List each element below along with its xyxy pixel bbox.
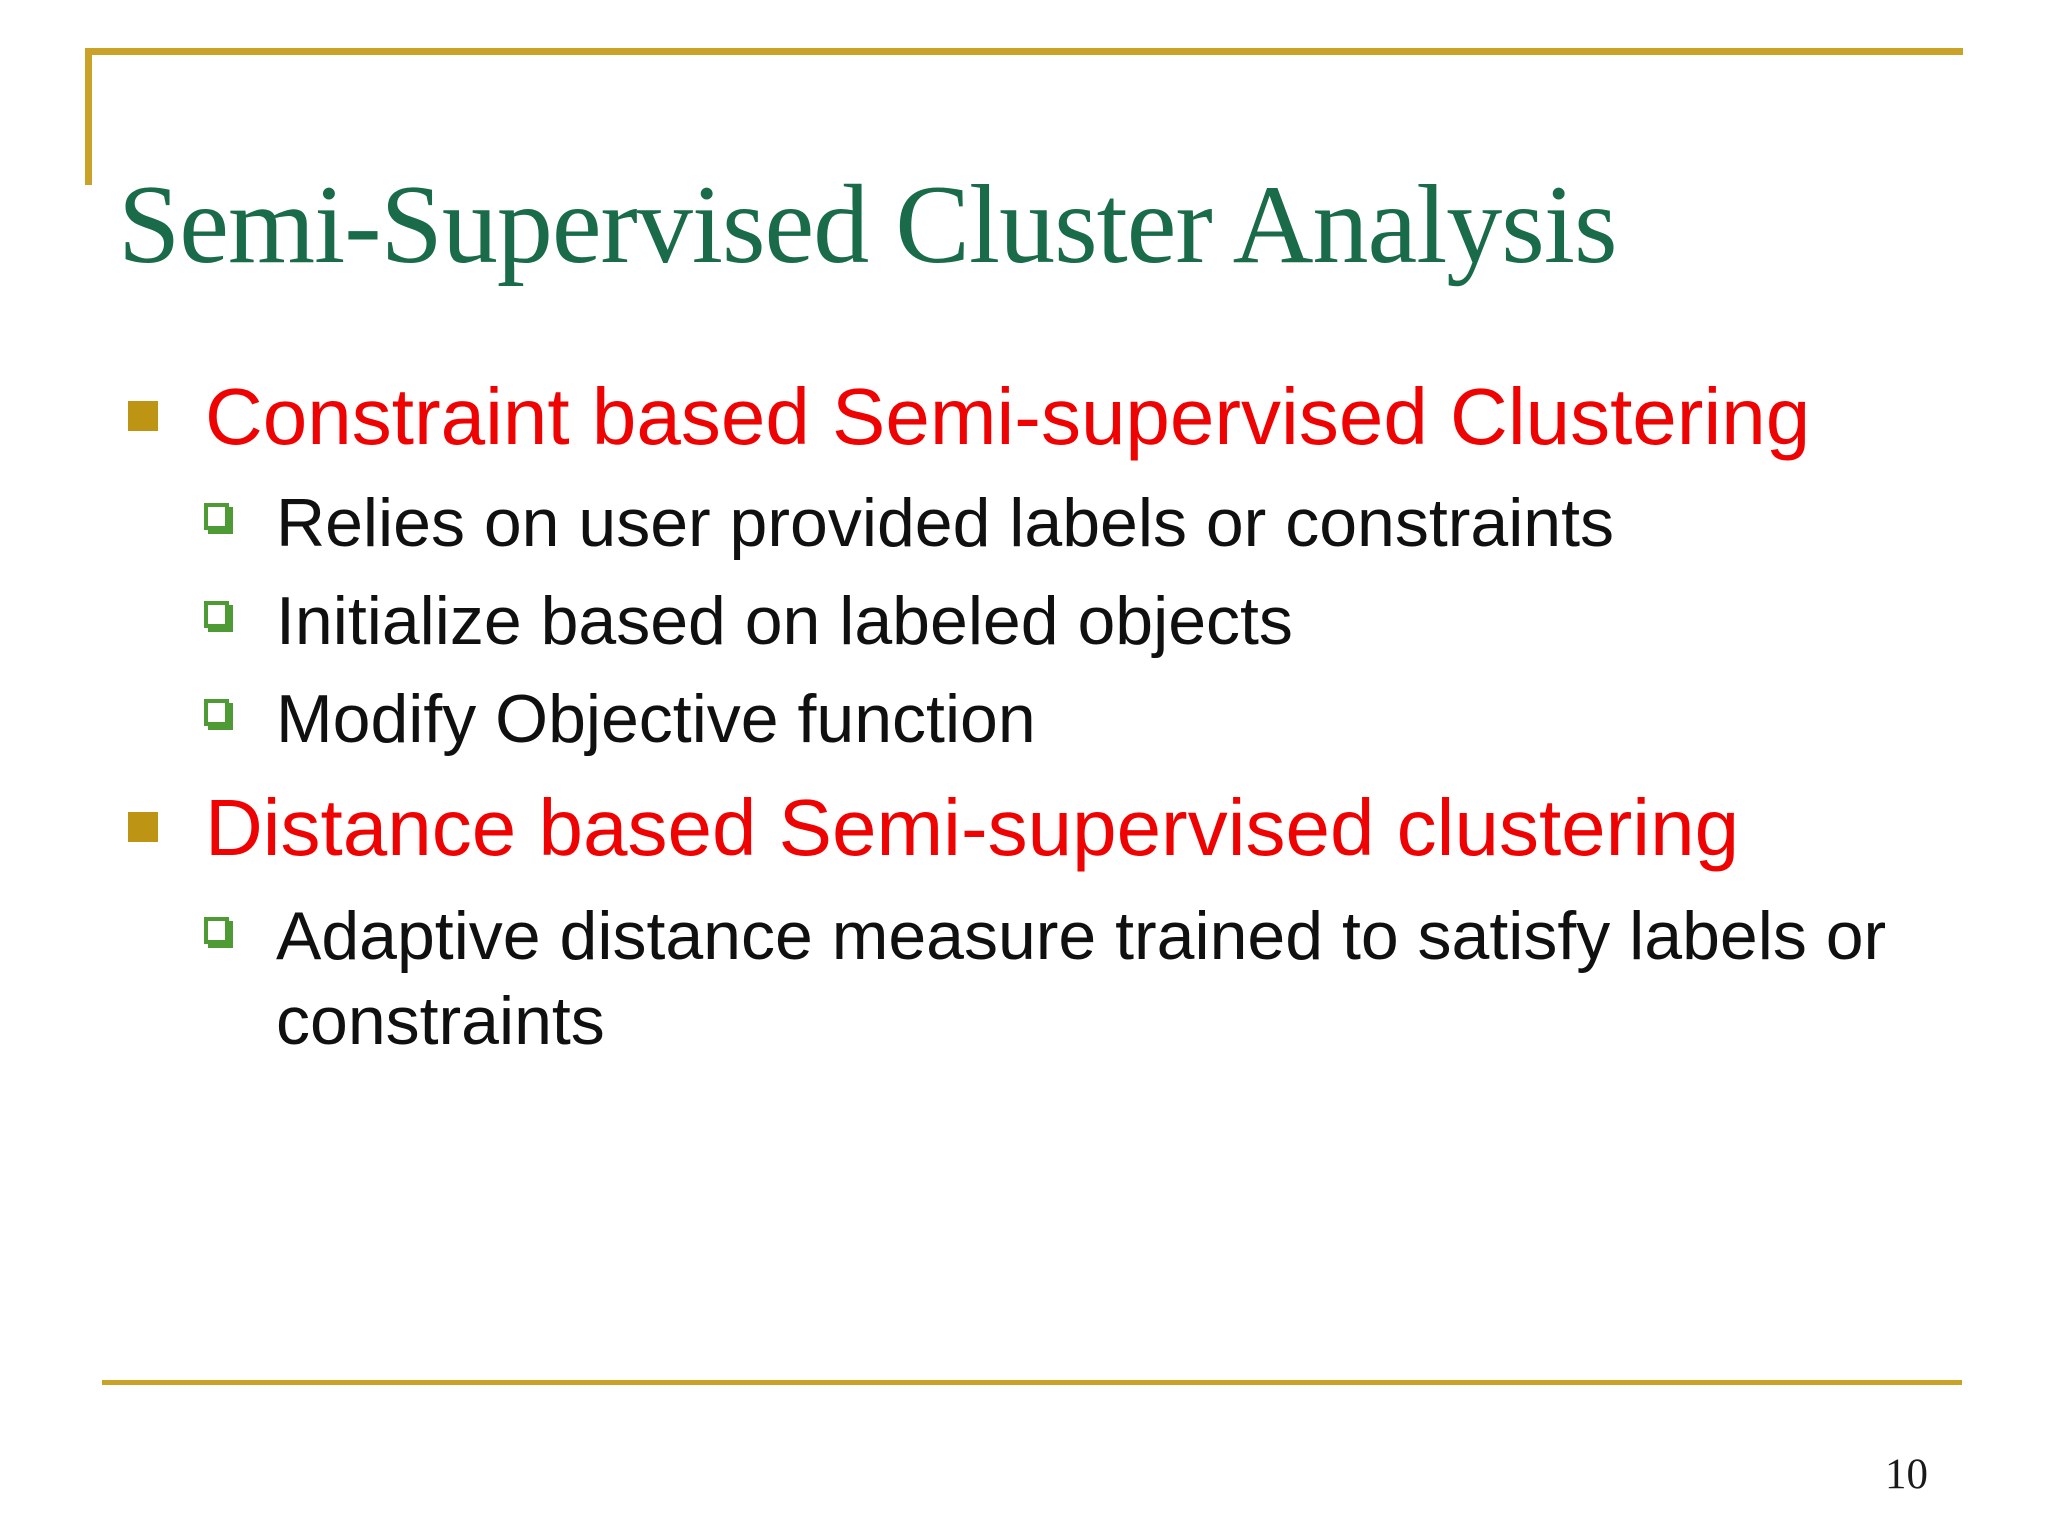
left-border-rule [85,48,92,185]
bullet-heading: Constraint based Semi-supervised Cluster… [205,372,1811,461]
top-border-rule [85,48,1963,55]
sub-bullet-square-icon [204,699,229,726]
sub-bullet-text: Initialize based on labeled objects [276,583,1293,659]
sub-bullet-square-icon [204,503,229,530]
sub-bullet-text: Modify Objective function [276,681,1036,757]
bottom-border-rule [102,1380,1962,1385]
page-number: 10 [1885,1451,1928,1498]
sub-bullet-text: Adaptive distance measure trained to sat… [276,898,1887,1059]
sub-bullet-square-icon [204,917,229,944]
sub-bullet-text: Relies on user provided labels or constr… [276,485,1615,561]
slide-title: Semi-Supervised Cluster Analysis [118,163,1618,288]
sub-bullet-square-icon [204,601,229,628]
bullet-square-icon [128,401,158,431]
bullet-square-icon [128,812,158,842]
bullet-heading: Distance based Semi-supervised clusterin… [205,783,1740,872]
